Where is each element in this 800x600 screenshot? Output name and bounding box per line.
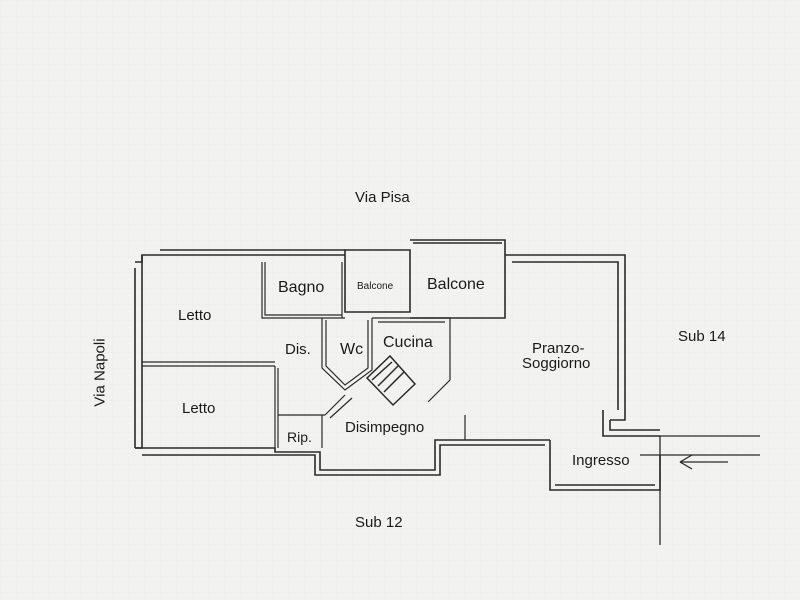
label-bagno: Bagno bbox=[278, 279, 325, 296]
label-pranzo: Pranzo- bbox=[532, 340, 585, 357]
entrance-arrow bbox=[640, 435, 760, 545]
label-disimpegno: Disimpegno bbox=[345, 419, 425, 436]
label-via-pisa: Via Pisa bbox=[355, 189, 410, 206]
label-via-napoli: Via Napoli bbox=[91, 338, 109, 407]
label-ingresso: Ingresso bbox=[572, 452, 630, 469]
label-balcone-large: Balcone bbox=[427, 276, 485, 293]
label-balcone-small: Balcone bbox=[357, 281, 394, 292]
label-cucina: Cucina bbox=[383, 334, 433, 351]
label-letto-bottom: Letto bbox=[182, 400, 216, 417]
stair-symbol bbox=[365, 354, 417, 407]
label-sub-14: Sub 14 bbox=[678, 328, 726, 345]
arrow-left-icon bbox=[679, 454, 728, 470]
label-dis: Dis. bbox=[285, 341, 311, 358]
label-wc: Wc bbox=[340, 341, 364, 358]
label-sub-12: Sub 12 bbox=[355, 514, 403, 531]
label-rip: Rip. bbox=[287, 429, 312, 445]
label-soggiorno: Soggiorno bbox=[522, 355, 591, 372]
interior-walls bbox=[142, 262, 466, 448]
label-letto-top: Letto bbox=[178, 307, 212, 324]
